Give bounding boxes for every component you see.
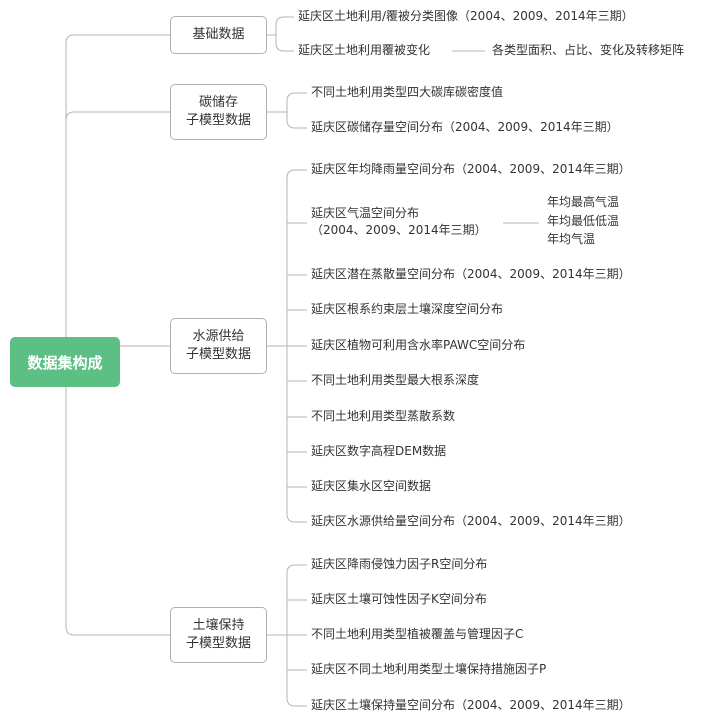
leaf-item: 不同土地利用类型最大根系深度 xyxy=(311,373,480,387)
root-connector-1 xyxy=(65,111,170,121)
item-connector xyxy=(275,16,294,26)
item-connector xyxy=(275,42,294,52)
leaf-item: 延庆区水源供给量空间分布（2004、2009、2014年三期） xyxy=(311,514,631,528)
leaf-item: 不同土地利用类型植被覆盖与管理因子C xyxy=(311,627,524,641)
leaf-item: 延庆区根系约束层土壤深度空间分布 xyxy=(311,302,504,316)
item-connector xyxy=(286,119,307,129)
item-connector xyxy=(286,697,307,707)
leaf-item: 不同土地利用类型四大碳库碳密度值 xyxy=(311,85,504,99)
branch-node-4[interactable]: 土壤保持 子模型数据 xyxy=(170,607,267,663)
leaf-item: 延庆区土壤可蚀性因子K空间分布 xyxy=(311,592,487,606)
item-connector xyxy=(286,92,307,102)
leaf-item: 延庆区集水区空间数据 xyxy=(311,479,432,493)
sub-leaf-item: 各类型面积、占比、变化及转移矩阵 xyxy=(492,43,685,57)
leaf-item: 延庆区年均降雨量空间分布（2004、2009、2014年三期） xyxy=(311,162,631,176)
item-connector xyxy=(286,169,307,179)
branch-node-3[interactable]: 水源供给 子模型数据 xyxy=(170,318,267,374)
sub-leaf-item: 年均最高气温 xyxy=(547,195,620,209)
sub-leaf-item: 年均气温 xyxy=(547,232,596,246)
branch-node-2[interactable]: 碳储存 子模型数据 xyxy=(170,84,267,140)
leaf-item: 延庆区气温空间分布 （2004、2009、2014年三期） xyxy=(311,206,487,237)
leaf-item: 延庆区土地利用覆被变化 xyxy=(298,43,431,57)
root-connector-bottom xyxy=(65,387,170,636)
leaf-item: 延庆区不同土地利用类型土壤保持措施因子P xyxy=(311,662,547,676)
root-connector-top xyxy=(65,34,170,337)
leaf-item: 延庆区植物可利用含水率PAWC空间分布 xyxy=(311,338,526,352)
leaf-item: 延庆区潜在蒸散量空间分布（2004、2009、2014年三期） xyxy=(311,267,631,281)
item-connector xyxy=(286,564,307,574)
branch-node-1[interactable]: 基础数据 xyxy=(170,16,267,54)
leaf-item: 延庆区数字高程DEM数据 xyxy=(311,444,447,458)
leaf-item: 延庆区降雨侵蚀力因子R空间分布 xyxy=(311,557,488,571)
leaf-item: 不同土地利用类型蒸散系数 xyxy=(311,409,456,423)
item-connector xyxy=(286,513,307,523)
leaf-item: 延庆区碳储存量空间分布（2004、2009、2014年三期） xyxy=(311,120,619,134)
leaf-item: 延庆区土壤保持量空间分布（2004、2009、2014年三期） xyxy=(311,698,631,712)
sub-leaf-item: 年均最低低温 xyxy=(547,214,620,228)
leaf-item: 延庆区土地利用/覆被分类图像（2004、2009、2014年三期） xyxy=(298,9,634,23)
root-node[interactable]: 数据集构成 xyxy=(10,337,120,387)
